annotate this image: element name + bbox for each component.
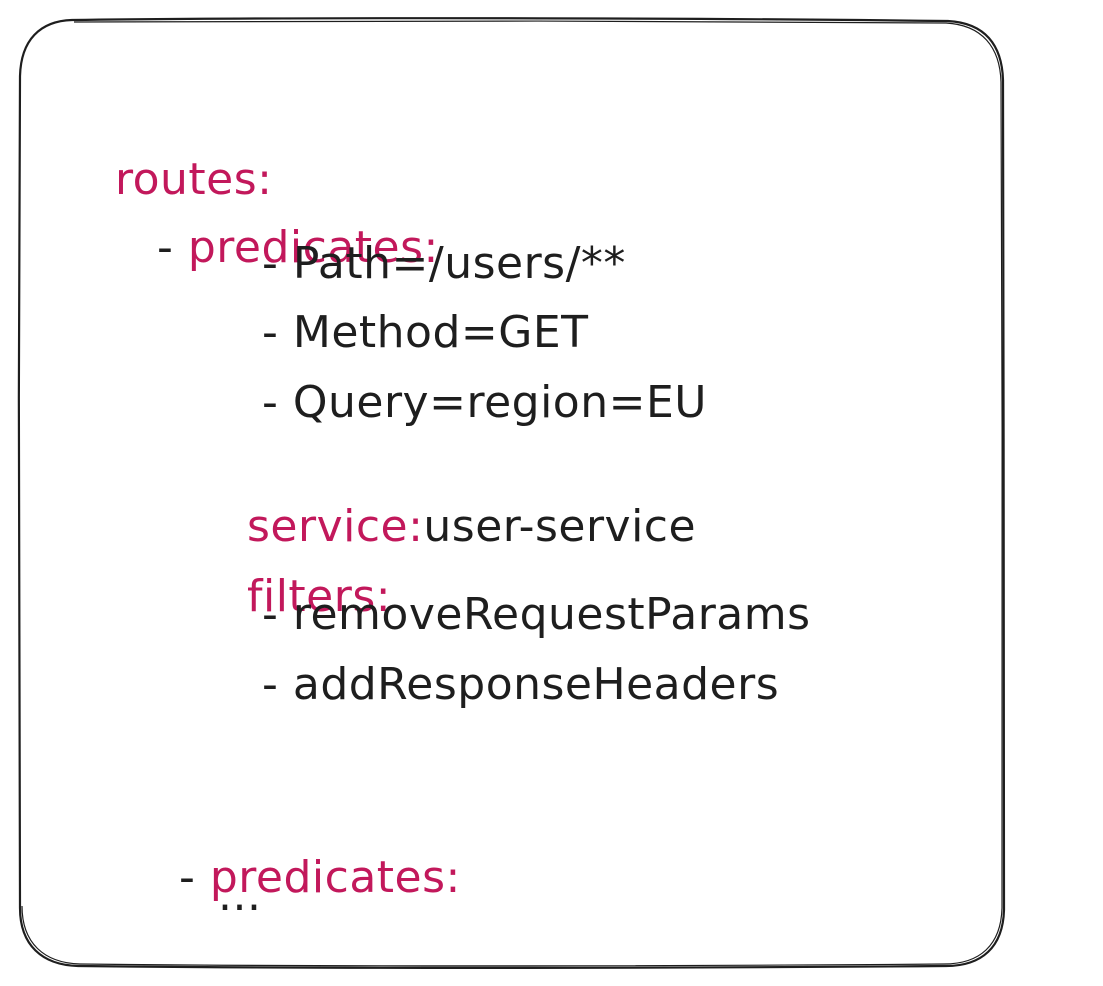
- service-value: user-service: [423, 501, 697, 552]
- route1-predicates-key: predicates:: [187, 222, 439, 273]
- service-key: service:: [246, 501, 424, 552]
- service-line: service:user-service: [218, 449, 696, 553]
- route1-dash: -: [156, 222, 188, 273]
- filters-line: filters:: [218, 519, 391, 623]
- filter-item-add-response-headers: - addResponseHeaders: [262, 659, 780, 710]
- route2-ellipsis: ...: [218, 870, 262, 921]
- route2-predicates-line: - predicates:: [150, 800, 461, 904]
- route1-predicates-line: - predicates:: [128, 170, 439, 274]
- routes-key: routes:: [114, 154, 273, 205]
- route2-predicates-key: predicates:: [209, 852, 461, 903]
- predicate-item-query: - Query=region=EU: [262, 377, 707, 428]
- frame-border-sketch: [21, 20, 1004, 967]
- frame-border: [17, 17, 1006, 969]
- route2-dash: -: [178, 852, 210, 903]
- predicate-item-path: - Path=/users/**: [262, 238, 626, 289]
- predicate-item-method: - Method=GET: [262, 307, 589, 358]
- routes-line: routes:: [86, 102, 272, 206]
- filters-key: filters:: [246, 571, 392, 622]
- filter-item-remove-request-params: - removeRequestParams: [262, 589, 811, 640]
